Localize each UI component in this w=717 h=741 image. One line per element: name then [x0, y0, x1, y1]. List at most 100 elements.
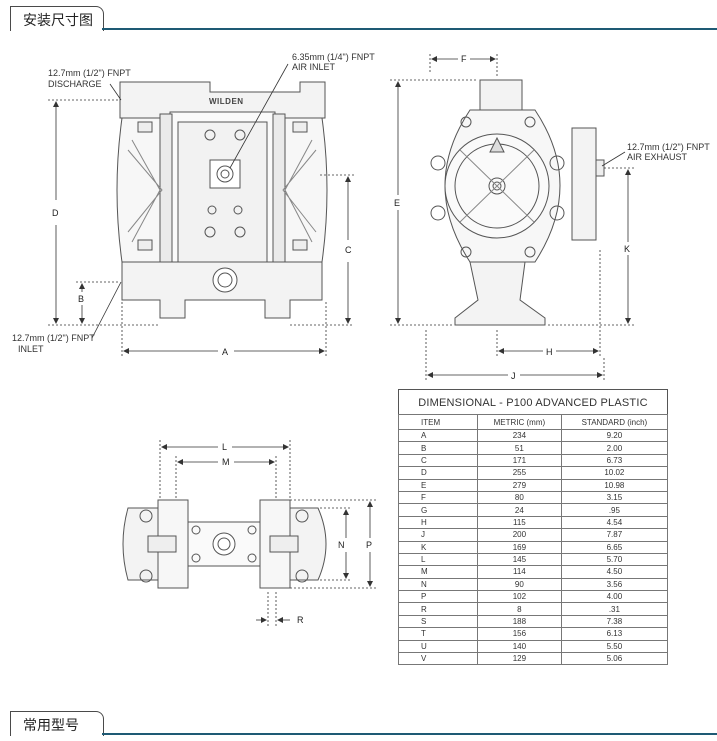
dim-K-label: K	[624, 244, 630, 254]
cell-item: B	[398, 441, 478, 455]
cell-standard: 6.65	[560, 540, 669, 554]
cell-standard: 6.13	[560, 627, 669, 641]
cell-metric: 255	[477, 466, 562, 480]
cell-metric: 102	[477, 590, 562, 604]
cell-item: S	[398, 614, 478, 629]
cell-standard: 5.50	[560, 639, 669, 654]
inlet-label-line1: 12.7mm (1/2") FNPT	[12, 333, 95, 343]
dim-F-label: F	[461, 54, 467, 64]
cell-item: K	[398, 540, 478, 554]
dimension-table: DIMENSIONAL - P100 ADVANCED PLASTIC ITEM…	[398, 389, 669, 666]
cell-standard: 4.50	[560, 565, 669, 579]
cell-item: J	[398, 528, 478, 542]
cell-standard: 7.87	[560, 528, 669, 542]
air-inlet-leader	[229, 63, 289, 169]
dim-A-label: A	[222, 347, 228, 357]
cell-metric: 90	[477, 577, 562, 592]
cell-metric: 145	[477, 552, 562, 567]
cell-standard: 7.38	[560, 614, 669, 629]
front-dimension-lines	[48, 99, 354, 356]
cell-standard: 10.98	[560, 478, 669, 492]
inlet-label-line2: INLET	[18, 344, 44, 354]
cell-metric: 115	[477, 515, 562, 530]
cell-item: D	[398, 466, 478, 480]
dim-M-label: M	[222, 457, 230, 467]
front-view-pump	[116, 81, 328, 319]
top-view-pump	[122, 499, 327, 589]
cell-item: F	[398, 490, 478, 505]
header-item: ITEM	[398, 414, 478, 430]
cell-metric: 200	[477, 528, 562, 542]
cell-standard: 5.70	[560, 552, 669, 567]
cell-metric: 156	[477, 627, 562, 641]
cell-metric: 234	[477, 428, 562, 443]
cell-metric: 80	[477, 490, 562, 505]
side-dimension-lines	[390, 54, 634, 380]
cell-item: R	[398, 602, 478, 616]
cell-item: G	[398, 503, 478, 517]
cell-metric: 279	[477, 478, 562, 492]
inlet-leader	[91, 281, 122, 339]
air-exhaust-leader	[601, 151, 626, 167]
air-inlet-label-line2: AIR INLET	[292, 62, 336, 72]
dim-R-label: R	[297, 615, 304, 625]
dim-B-label: B	[78, 294, 84, 304]
cell-item: M	[398, 565, 478, 579]
dimension-table-title: DIMENSIONAL - P100 ADVANCED PLASTIC	[398, 389, 668, 414]
dim-C-label: C	[345, 245, 352, 255]
cell-item: V	[398, 652, 478, 666]
air-exhaust-label-line1: 12.7mm (1/2") FNPT	[627, 142, 710, 152]
cell-metric: 114	[477, 565, 562, 579]
discharge-label-line1: 12.7mm (1/2") FNPT	[48, 68, 131, 78]
cell-standard: .31	[560, 602, 669, 616]
cell-standard: 9.20	[560, 428, 669, 443]
top-dimension-lines	[159, 440, 376, 626]
cell-metric: 188	[477, 614, 562, 629]
install-section-rule	[102, 28, 717, 30]
cell-metric: 129	[477, 652, 562, 666]
cell-item: H	[398, 515, 478, 530]
models-section-rule	[102, 733, 717, 735]
cell-standard: 3.15	[560, 490, 669, 505]
cell-metric: 171	[477, 453, 562, 468]
air-exhaust-label-line2: AIR EXHAUST	[627, 152, 688, 162]
dim-N-label: N	[338, 540, 345, 550]
cell-item: N	[398, 577, 478, 592]
cell-standard: 2.00	[560, 441, 669, 455]
discharge-label-line2: DISCHARGE	[48, 79, 102, 89]
cell-standard: 6.73	[560, 453, 669, 468]
dimension-table-header: ITEM METRIC (mm) STANDARD (inch)	[398, 414, 669, 430]
cell-standard: 5.06	[560, 652, 669, 666]
cell-item: P	[398, 590, 478, 604]
models-section-title: 常用型号	[23, 718, 79, 734]
cell-standard: .95	[560, 503, 669, 517]
dim-H-label: H	[546, 347, 553, 357]
cell-item: C	[398, 453, 478, 468]
cell-metric: 169	[477, 540, 562, 554]
cell-metric: 24	[477, 503, 562, 517]
air-inlet-label-line1: 6.35mm (1/4") FNPT	[292, 52, 375, 62]
dim-D-label: D	[52, 208, 59, 218]
cell-item: A	[398, 428, 478, 443]
install-section-title: 安装尺寸图	[23, 13, 93, 29]
header-standard: STANDARD (inch)	[560, 414, 669, 430]
front-brand-label: WILDEN	[209, 97, 244, 106]
cell-item: E	[398, 478, 478, 492]
